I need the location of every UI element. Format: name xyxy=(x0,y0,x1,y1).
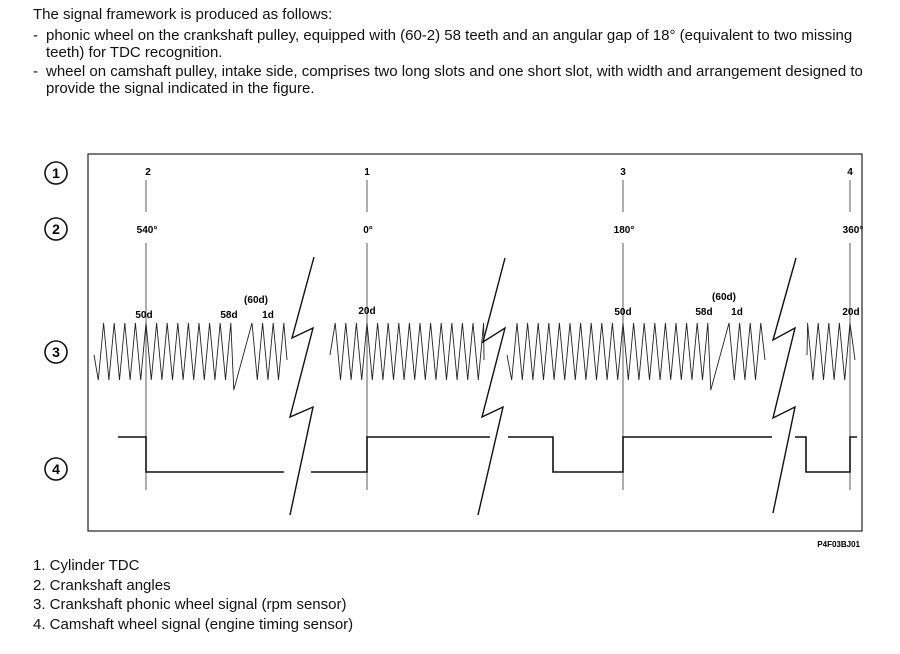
bullet-text: phonic wheel on the crankshaft pulley, e… xyxy=(46,27,853,61)
tooth-label: (60d) xyxy=(244,295,268,306)
tooth-label: 1d xyxy=(262,310,274,321)
tooth-label: (60d) xyxy=(712,292,736,303)
tooth-signal-segment xyxy=(506,322,766,391)
tooth-label: 20d xyxy=(842,307,859,318)
legend-item: 1. Cylinder TDC xyxy=(33,557,140,574)
figure-code: P4F03BJ01 xyxy=(817,540,860,549)
row-marker-3: 3 xyxy=(44,340,68,364)
legend-item: 2. Crankshaft angles xyxy=(33,576,171,594)
bullet-phonic-wheel: - phonic wheel on the crankshaft pulley,… xyxy=(33,27,873,61)
bullet-dash: - xyxy=(33,63,38,80)
break-mark xyxy=(477,257,507,516)
cylinder-label: 4 xyxy=(847,167,853,178)
tooth-label: 50d xyxy=(614,307,631,318)
tooth-label: 50d xyxy=(135,310,152,321)
legend: 1. Cylinder TDC 2. Crankshaft angles 3. … xyxy=(33,556,353,634)
row-marker-label: 1 xyxy=(52,165,60,181)
intro-text: The signal framework is produced as foll… xyxy=(33,6,333,23)
row-marker-4: 4 xyxy=(44,457,68,481)
angle-label: 540° xyxy=(137,225,158,236)
break-marks xyxy=(288,256,797,516)
cam-signal-segment xyxy=(311,436,490,473)
phonic-wheel-signal xyxy=(93,322,856,391)
tooth-label: 58d xyxy=(220,310,237,321)
tooth-signal-segment xyxy=(93,322,288,391)
break-mark xyxy=(771,257,797,514)
tooth-label: 20d xyxy=(358,306,375,317)
row-marker-label: 2 xyxy=(52,221,60,237)
row-marker-label: 3 xyxy=(52,344,60,360)
cylinder-label: 2 xyxy=(145,167,151,178)
cam-signal-segment xyxy=(795,436,857,473)
cylinder-label: 1 xyxy=(364,167,370,178)
camshaft-signal xyxy=(118,436,857,473)
cam-signal-segment xyxy=(118,436,284,473)
angle-label: 360° xyxy=(843,225,864,236)
tooth-signal-segment xyxy=(806,322,856,381)
bullet-text: wheel on camshaft pulley, intake side, c… xyxy=(46,63,863,97)
legend-item: 3. Crankshaft phonic wheel signal (rpm s… xyxy=(33,596,347,613)
tooth-signal-segment xyxy=(329,322,485,381)
row-marker-1: 1 xyxy=(44,161,68,185)
row-marker-label: 4 xyxy=(52,461,60,477)
bullet-camshaft-wheel: - wheel on camshaft pulley, intake side,… xyxy=(33,63,873,97)
legend-item: 4. Camshaft wheel signal (engine timing … xyxy=(33,615,354,633)
diagram-frame xyxy=(87,153,863,532)
tdc-lines xyxy=(145,180,851,490)
cam-signal-segment xyxy=(508,436,772,473)
bullet-dash: - xyxy=(33,27,38,44)
break-mark xyxy=(288,256,315,516)
angle-label: 180° xyxy=(614,225,635,236)
angle-label: 0° xyxy=(363,225,373,236)
tooth-label: 1d xyxy=(731,307,743,318)
cylinder-label: 3 xyxy=(620,167,626,178)
row-marker-2: 2 xyxy=(44,217,68,241)
tooth-label: 58d xyxy=(695,307,712,318)
